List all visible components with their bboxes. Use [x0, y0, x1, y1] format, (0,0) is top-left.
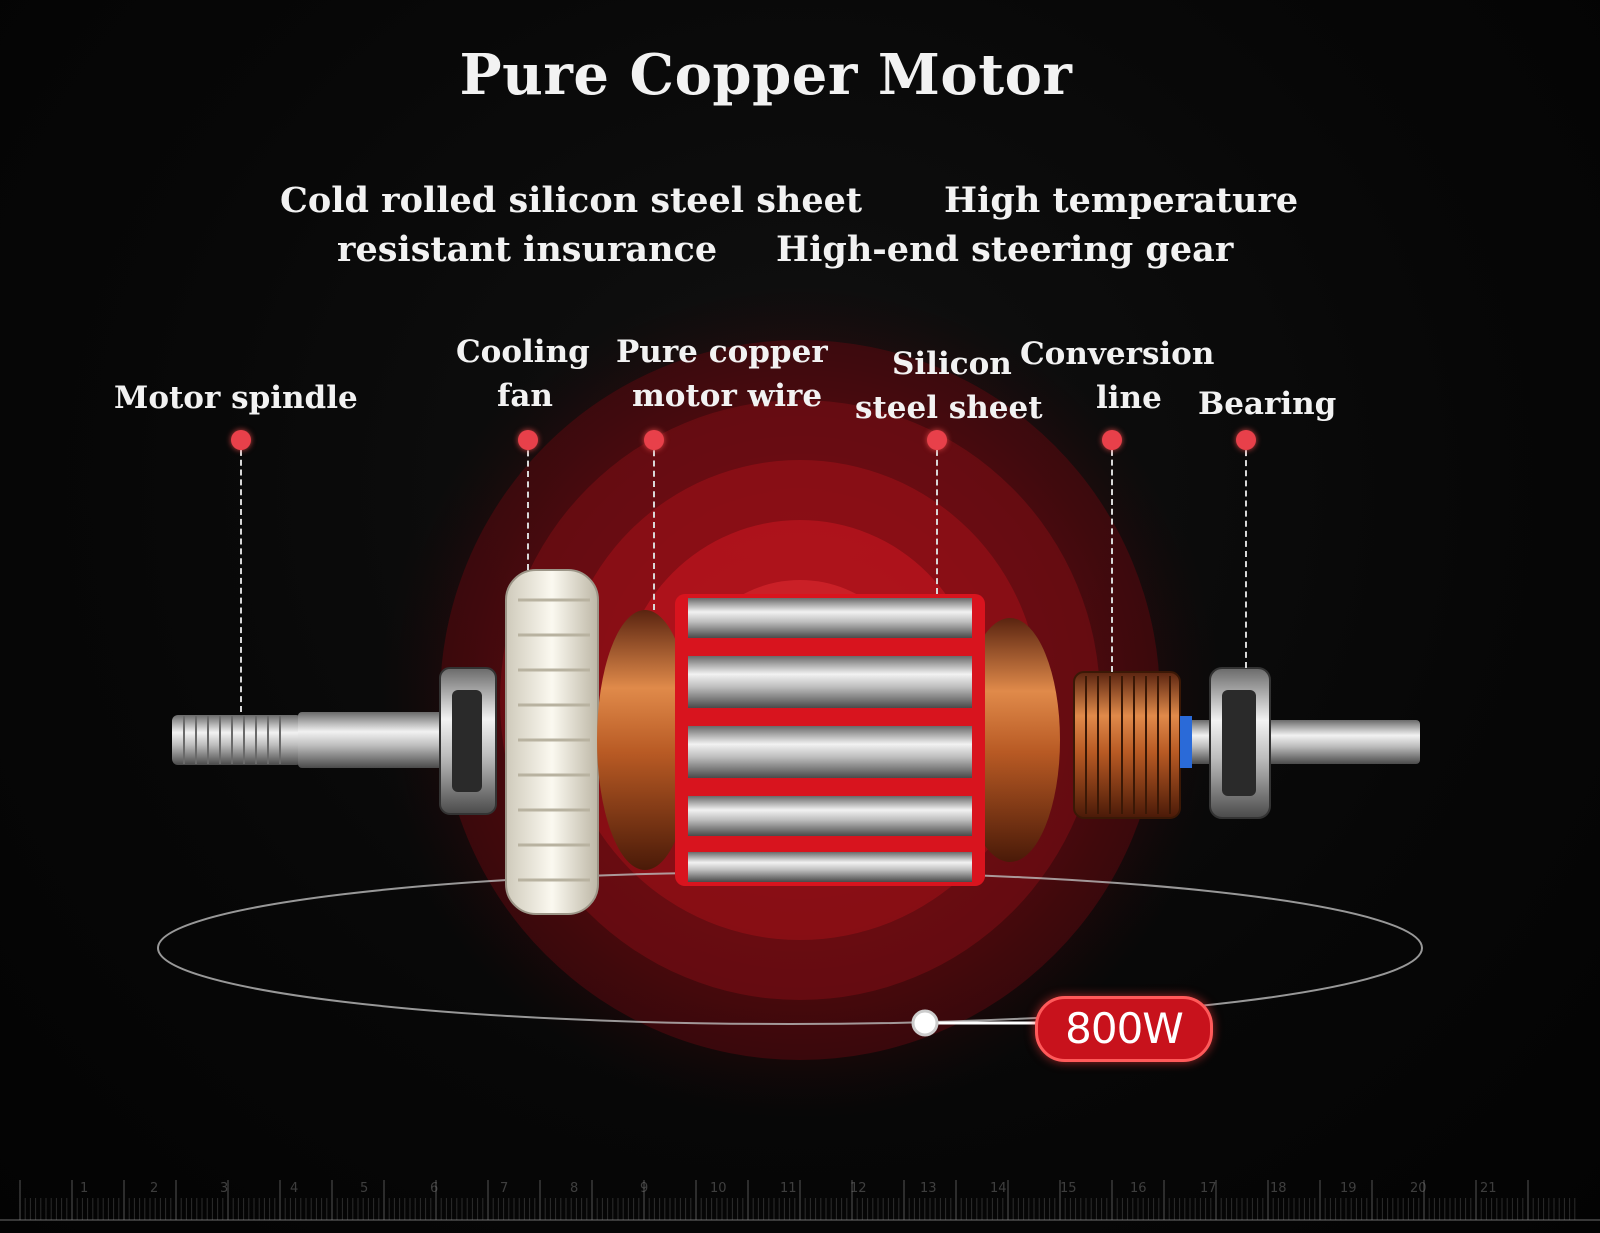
ruler-tick-label: 20	[1410, 1181, 1427, 1196]
feature-high-temperature: High temperature	[944, 180, 1299, 221]
right-bearing	[1209, 667, 1271, 819]
label-conversion-line1: Conversion	[1020, 336, 1215, 372]
page-title: Pure Copper Motor	[459, 42, 1073, 108]
ruler-tick-label: 1	[80, 1181, 88, 1196]
label-copper-wire-line1: Pure copper	[616, 334, 828, 370]
cooling-fan	[505, 569, 599, 915]
callout-dot-spindle	[231, 430, 251, 450]
ruler-tick-label: 7	[500, 1181, 508, 1196]
callout-line-fan	[527, 440, 529, 570]
label-silicon-line1: Silicon	[892, 346, 1012, 382]
ruler-tick-label: 16	[1130, 1181, 1147, 1196]
callout-dot-silicon	[927, 430, 947, 450]
ruler-tick-label: 13	[920, 1181, 937, 1196]
ruler-tick-label: 4	[290, 1181, 298, 1196]
ruler-tick-label: 11	[780, 1181, 797, 1196]
callout-line-conversion	[1111, 440, 1113, 672]
callout-line-bearing	[1245, 440, 1247, 668]
label-cooling-fan-line1: Cooling	[456, 334, 590, 370]
callout-dot-bearing	[1236, 430, 1256, 450]
callout-line-copper-wire	[653, 440, 655, 610]
ruler-tick-label: 10	[710, 1181, 727, 1196]
label-bearing: Bearing	[1198, 386, 1337, 422]
ruler-tick-label: 5	[360, 1181, 368, 1196]
callout-line-spindle	[240, 440, 242, 712]
ruler-tick-label: 9	[640, 1181, 648, 1196]
callout-dot-fan	[518, 430, 538, 450]
ruler-tick-label: 6	[430, 1181, 438, 1196]
ruler-tick-label: 17	[1200, 1181, 1217, 1196]
callout-dot-conversion	[1102, 430, 1122, 450]
ruler-tick-label: 18	[1270, 1181, 1287, 1196]
ruler-tick-label: 12	[850, 1181, 867, 1196]
label-conversion-line2: line	[1096, 380, 1162, 416]
label-motor-spindle: Motor spindle	[114, 380, 358, 416]
label-cooling-fan-line2: fan	[497, 378, 553, 414]
ruler-tick-label: 15	[1060, 1181, 1077, 1196]
ruler-tick-label: 19	[1340, 1181, 1357, 1196]
label-silicon-line2: steel sheet	[855, 390, 1043, 426]
feature-steering-gear: High-end steering gear	[776, 229, 1234, 270]
ruler-tick-label: 8	[570, 1181, 578, 1196]
ruler-tick-label: 21	[1480, 1181, 1497, 1196]
ruler-tick-label: 3	[220, 1181, 228, 1196]
ruler-tick-label: 14	[990, 1181, 1007, 1196]
ruler-tick-label: 2	[150, 1181, 158, 1196]
feature-cold-rolled-steel: Cold rolled silicon steel sheet	[280, 180, 863, 221]
left-bearing	[439, 667, 497, 815]
silicon-steel-armature	[675, 594, 985, 886]
label-copper-wire-line2: motor wire	[632, 378, 823, 414]
callout-dot-copper-wire	[644, 430, 664, 450]
power-rating-badge: 800W	[1035, 996, 1213, 1062]
commutator	[1073, 671, 1192, 819]
power-marker-dot	[911, 1009, 939, 1037]
feature-resistant-insurance: resistant insurance	[337, 229, 718, 270]
callout-line-silicon	[936, 440, 938, 594]
